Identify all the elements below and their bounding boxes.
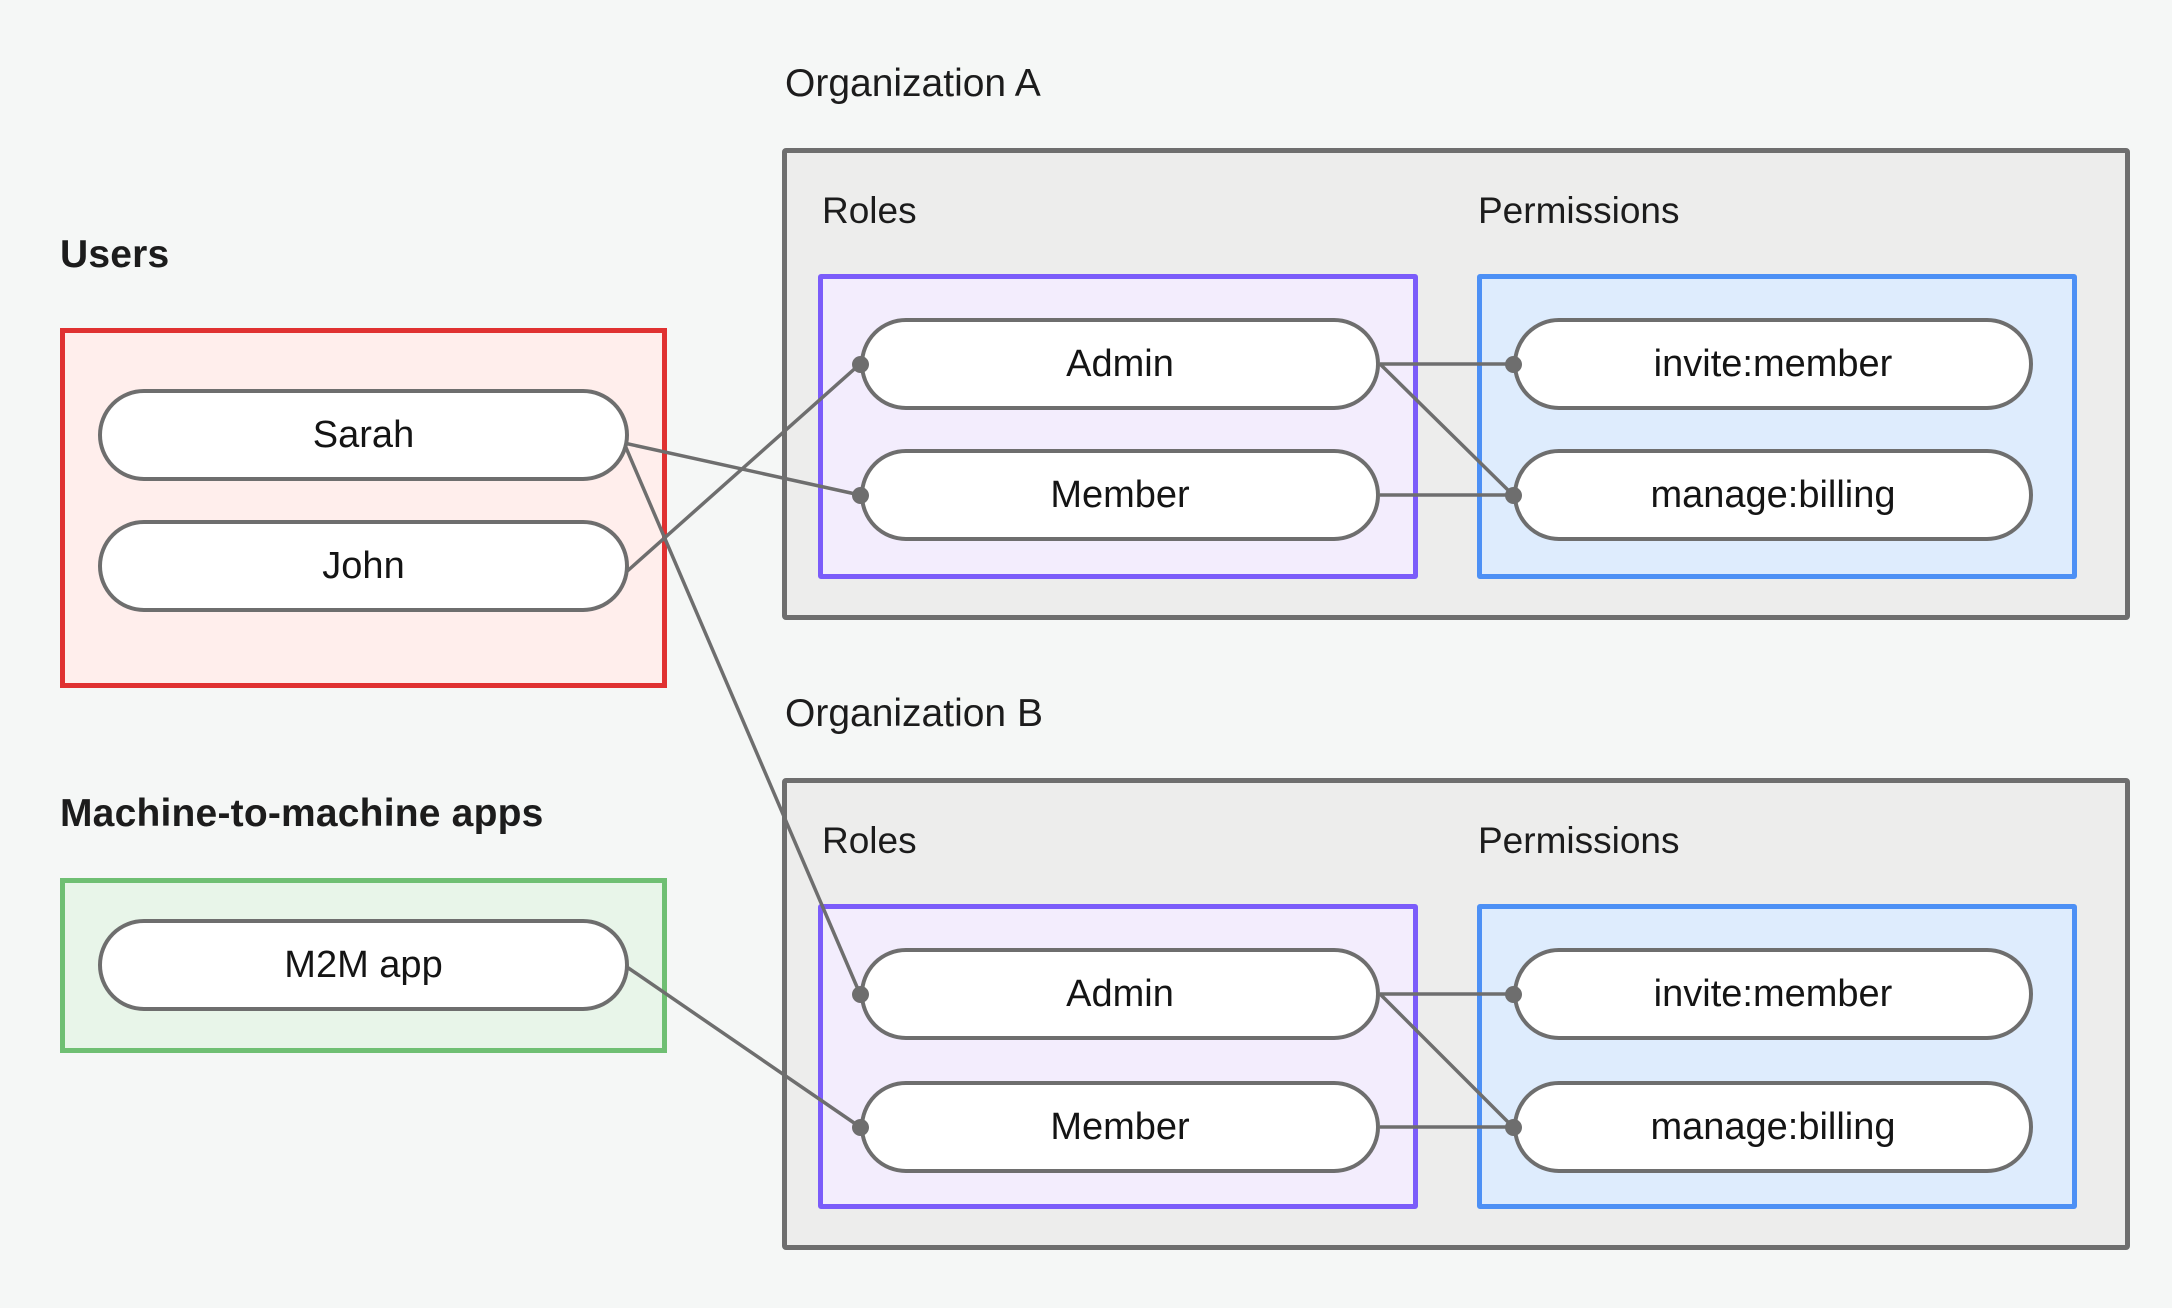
connector-dot-orga-billing-left [1504,486,1522,504]
connector-dot-orgb-admin-left [851,985,869,1003]
org-b-role-pill-admin[interactable]: Admin [860,948,1380,1040]
m2m-pill-app[interactable]: M2M app [98,919,629,1011]
connector-dot-orgb-billing-left [1504,1118,1522,1136]
connector-dot-orga-admin-left [851,355,869,373]
connector-dot-orga-invite-left [1504,355,1522,373]
users-container [60,328,667,688]
org-a-permission-pill-manage-billing[interactable]: manage:billing [1513,449,2033,541]
org-b-permission-pill-invite-member[interactable]: invite:member [1513,948,2033,1040]
user-pill-john[interactable]: John [98,520,629,612]
org-b-roles-caption: Roles [822,820,917,861]
org-a-roles-caption: Roles [822,190,917,231]
m2m-caption: Machine-to-machine apps [60,792,544,835]
org-b-caption: Organization B [785,692,1043,735]
connector-dot-orga-member-left [851,486,869,504]
org-b-permissions-caption: Permissions [1478,820,1680,861]
org-a-permissions-caption: Permissions [1478,190,1680,231]
org-a-role-pill-admin[interactable]: Admin [860,318,1380,410]
org-b-permission-pill-manage-billing[interactable]: manage:billing [1513,1081,2033,1173]
org-a-caption: Organization A [785,62,1041,105]
connector-dot-orgb-invite-left [1504,985,1522,1003]
connector-dot-orgb-member-left [851,1118,869,1136]
users-caption: Users [60,233,170,276]
org-b-role-pill-member[interactable]: Member [860,1081,1380,1173]
org-a-permission-pill-invite-member[interactable]: invite:member [1513,318,2033,410]
org-a-role-pill-member[interactable]: Member [860,449,1380,541]
user-pill-sarah[interactable]: Sarah [98,389,629,481]
